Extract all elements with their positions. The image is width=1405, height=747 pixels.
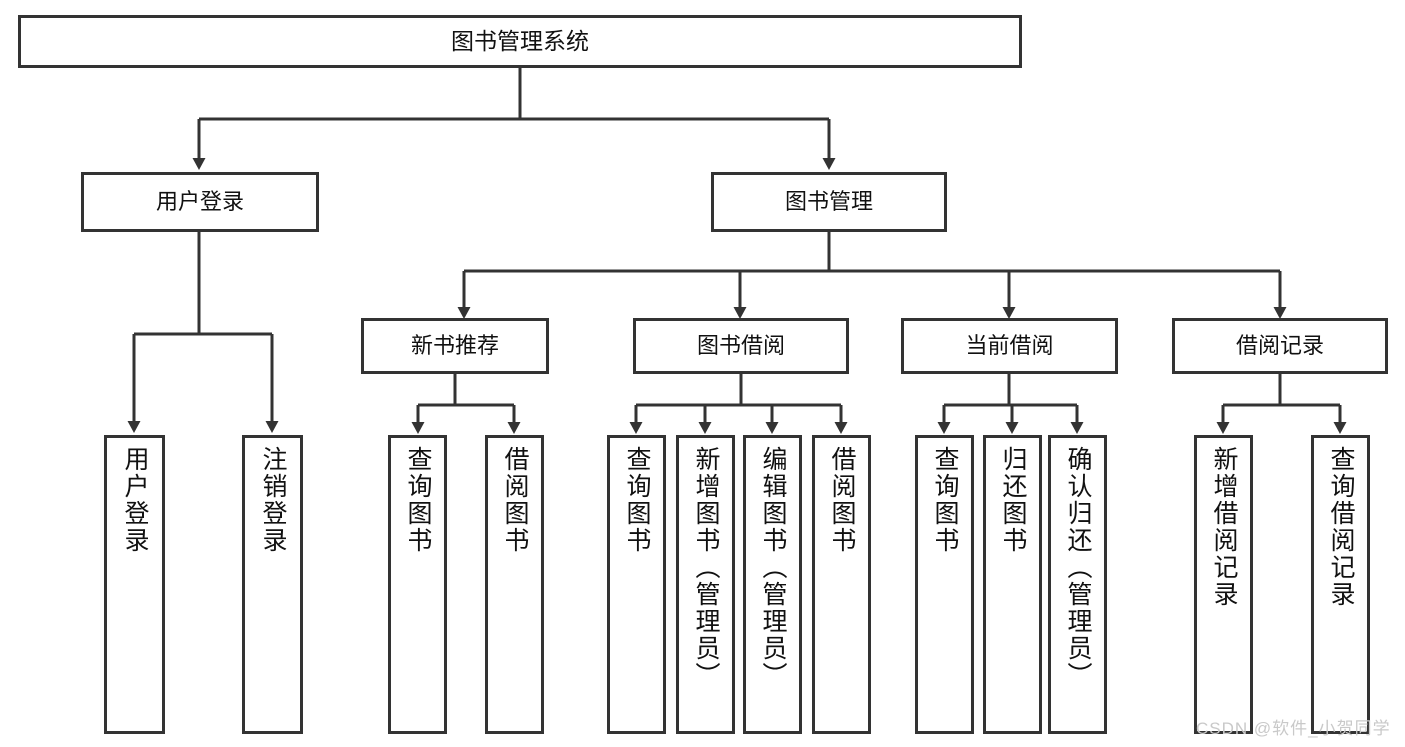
leaf-return-book[interactable]: 归还图书 bbox=[983, 435, 1042, 734]
leaf-user-login[interactable]: 用户登录 bbox=[104, 435, 165, 734]
leaf-query-book-3[interactable]: 查询图书 bbox=[915, 435, 974, 734]
node-label: 借阅记录 bbox=[1235, 333, 1324, 359]
node-label: 图书管理系统 bbox=[451, 27, 589, 54]
node-label: 新增借阅记录 bbox=[1210, 446, 1238, 608]
leaf-query-borrow-record[interactable]: 查询借阅记录 bbox=[1311, 435, 1370, 734]
leaf-borrow-book-2[interactable]: 借阅图书 bbox=[812, 435, 871, 734]
node-label: 图书借阅 bbox=[696, 333, 785, 359]
node-label: 注销登录 bbox=[259, 446, 287, 554]
node-user-login[interactable]: 用户登录 bbox=[81, 172, 319, 232]
leaf-add-borrow-record[interactable]: 新增借阅记录 bbox=[1194, 435, 1253, 734]
node-label: 图书管理 bbox=[784, 189, 873, 215]
node-book-manage[interactable]: 图书管理 bbox=[711, 172, 947, 232]
node-label: 查询图书 bbox=[931, 446, 959, 554]
node-label: 用户登录 bbox=[155, 189, 244, 215]
leaf-query-book-2[interactable]: 查询图书 bbox=[607, 435, 666, 734]
leaf-borrow-book-1[interactable]: 借阅图书 bbox=[485, 435, 544, 734]
node-label: 新增图书（管理员） bbox=[692, 446, 720, 689]
node-label: 查询借阅记录 bbox=[1327, 446, 1355, 608]
node-book-borrow[interactable]: 图书借阅 bbox=[633, 318, 849, 374]
watermark: CSDN @软件_小贺同学 bbox=[1196, 719, 1391, 738]
node-label: 借阅图书 bbox=[501, 446, 529, 554]
node-new-book-recommend[interactable]: 新书推荐 bbox=[361, 318, 549, 374]
node-label: 借阅图书 bbox=[828, 446, 856, 554]
leaf-query-book-1[interactable]: 查询图书 bbox=[388, 435, 447, 734]
node-borrow-record[interactable]: 借阅记录 bbox=[1172, 318, 1388, 374]
node-label: 查询图书 bbox=[404, 446, 432, 554]
node-label: 用户登录 bbox=[121, 446, 149, 554]
node-label: 当前借阅 bbox=[965, 333, 1054, 359]
node-label: 编辑图书（管理员） bbox=[759, 446, 787, 689]
node-root[interactable]: 图书管理系统 bbox=[18, 15, 1022, 68]
leaf-edit-book[interactable]: 编辑图书（管理员） bbox=[743, 435, 802, 734]
leaf-logout[interactable]: 注销登录 bbox=[242, 435, 303, 734]
leaf-add-book[interactable]: 新增图书（管理员） bbox=[676, 435, 735, 734]
leaf-confirm-return[interactable]: 确认归还（管理员） bbox=[1048, 435, 1107, 734]
node-current-borrow[interactable]: 当前借阅 bbox=[901, 318, 1118, 374]
node-label: 查询图书 bbox=[623, 446, 651, 554]
node-label: 新书推荐 bbox=[410, 333, 499, 359]
node-label: 确认归还（管理员） bbox=[1064, 446, 1092, 689]
node-label: 归还图书 bbox=[999, 446, 1027, 554]
